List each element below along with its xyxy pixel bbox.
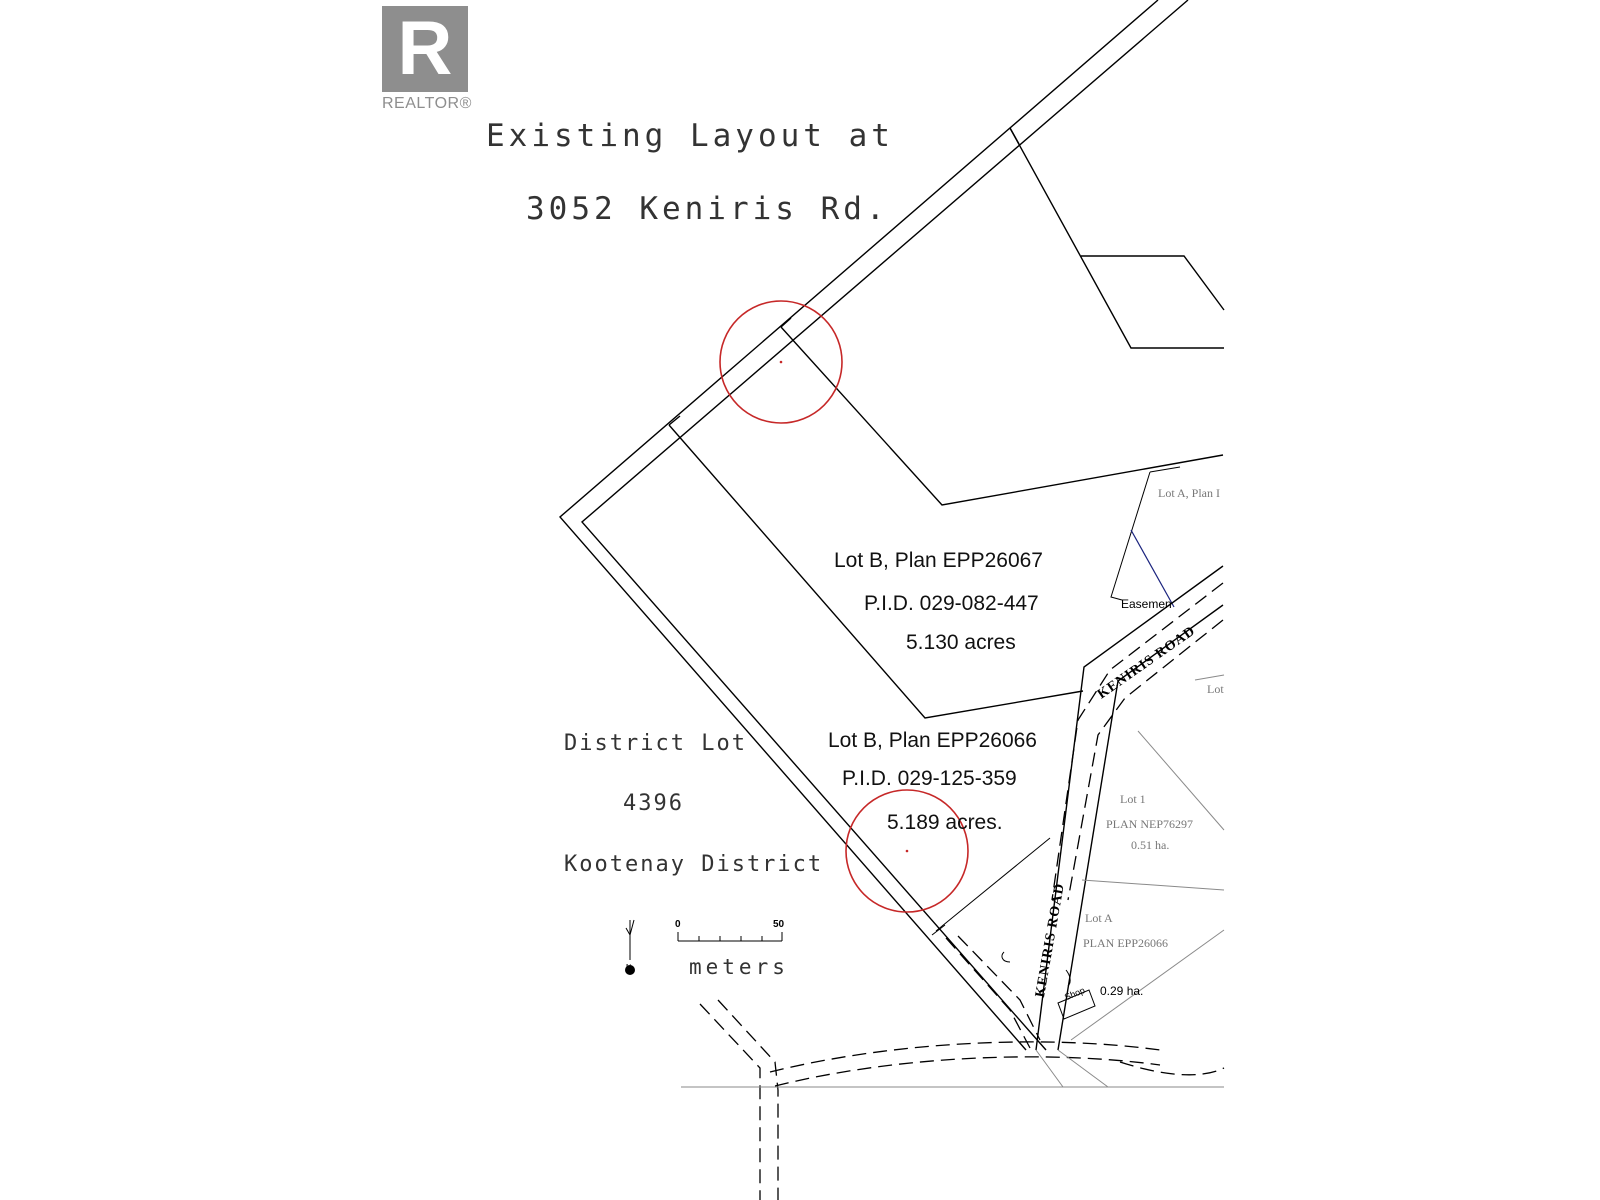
neighbor-lot-a-area: 0.29 ha. <box>1100 984 1144 998</box>
curve-road-right <box>1119 1061 1225 1076</box>
neighbor-lot-1-area: 0.51 ha. <box>1131 838 1170 852</box>
road-edge-left <box>1035 565 1224 1051</box>
bottom-diagonal-2 <box>1057 1049 1109 1088</box>
location-marker-upper-dot <box>779 360 783 364</box>
curve-road-lower <box>774 1056 1161 1087</box>
north-arrow-circle <box>625 965 635 975</box>
lot-edge-line <box>1194 674 1225 681</box>
diagonal-driveway-2 <box>957 935 1041 1041</box>
road-centerline-2 <box>1067 619 1224 901</box>
lot-1-bottom <box>1081 879 1225 891</box>
lot-line-upper <box>780 326 1224 506</box>
branch-road-left <box>699 1003 761 1200</box>
location-marker-lower <box>845 789 969 913</box>
neighbor-lot-a: Lot A <box>1085 911 1113 925</box>
lot-lower-pid: P.I.D. 029-125-359 <box>842 767 1017 790</box>
location-marker-upper <box>719 300 843 424</box>
parcel-boundary-outer <box>559 0 1159 1051</box>
lot-upper-area: 5.130 acres <box>906 631 1016 654</box>
realtor-logo-letter: R <box>397 6 453 91</box>
scale-unit-label: meters <box>689 955 789 979</box>
road-mark-left <box>1001 951 1011 963</box>
parcel-boundary-inner <box>581 0 1189 1051</box>
neighbor-parcel-upper <box>1009 127 1224 349</box>
lot-1-boundary <box>1137 730 1225 831</box>
title-line-2: 3052 Keniris Rd. <box>526 191 889 227</box>
lot-line-cross-top <box>780 317 792 328</box>
title-line-1: Existing Layout at <box>486 118 894 154</box>
easement-blue-line <box>1130 529 1175 608</box>
lot-line-cross-upper <box>1009 127 1020 145</box>
easement-label: Easemen <box>1121 597 1172 611</box>
diagonal-driveway-1 <box>945 937 1031 1049</box>
lower-lot-line-2 <box>931 924 946 936</box>
realtor-logo: R <box>382 6 468 92</box>
lot-upper-name: Lot B, Plan EPP26067 <box>834 549 1043 572</box>
lot-lower-name: Lot B, Plan EPP26066 <box>828 729 1037 752</box>
lot-lower-area: 5.189 acres. <box>887 811 1003 834</box>
road-mark-right <box>1065 969 1071 987</box>
road-centerline-1 <box>1051 582 1224 901</box>
scale-start-label: 0 <box>675 919 681 930</box>
road-edge-right <box>1057 604 1224 1051</box>
easement-line <box>1110 471 1151 601</box>
district-lot-label: District Lot <box>564 731 747 756</box>
easement-edge <box>1149 466 1181 473</box>
location-marker-lower-dot <box>905 849 909 853</box>
district-lot-number: 4396 <box>623 791 684 816</box>
district-name: Kootenay District <box>564 852 824 877</box>
neighbor-lot-a-top: Lot A, Plan I <box>1158 486 1220 500</box>
lot-line-cross-mid <box>668 415 681 426</box>
scale-end-label: 50 <box>773 919 785 930</box>
curve-road-upper <box>769 1041 1161 1073</box>
neighbor-lot-a-plan: PLAN EPP26066 <box>1083 936 1169 950</box>
neighbor-lot-1: Lot 1 <box>1120 792 1146 806</box>
shop-outline <box>1057 989 1096 1020</box>
lower-lot-line <box>935 837 1051 932</box>
bottom-diagonal-1 <box>1035 1049 1064 1088</box>
neighbor-lot-1-plan: PLAN NEP76297 <box>1106 817 1194 831</box>
realtor-logo-text: REALTOR® <box>382 95 472 112</box>
neighbor-lot-edge: Lot <box>1207 682 1224 696</box>
lot-line-middle <box>668 424 1084 719</box>
north-arrow-head <box>625 919 635 937</box>
branch-road-right <box>717 999 779 1200</box>
lot-upper-pid: P.I.D. 029-082-447 <box>864 592 1039 615</box>
lot-a-boundary <box>1070 929 1225 1041</box>
neighbor-parcel-inner <box>1081 255 1225 311</box>
north-arrow-label: N <box>626 964 632 971</box>
